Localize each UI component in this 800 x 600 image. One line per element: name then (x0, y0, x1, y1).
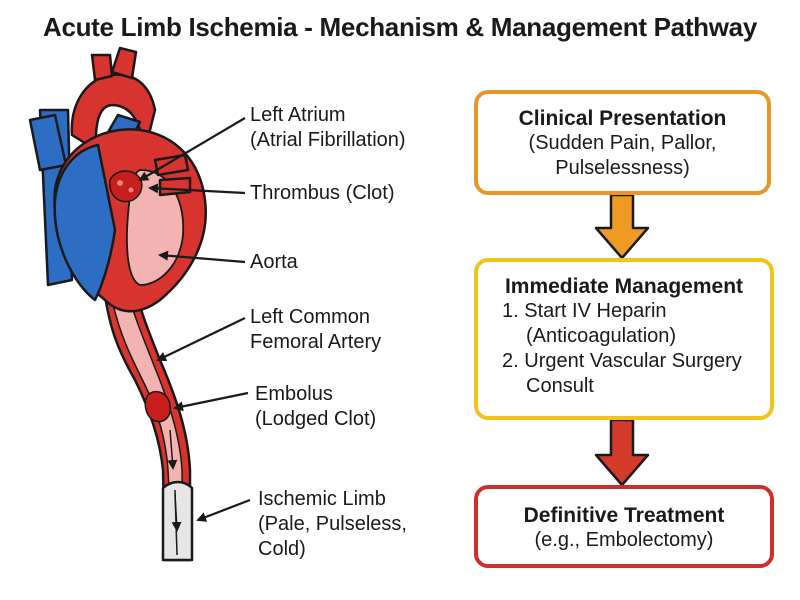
arrow-femoral (156, 317, 246, 362)
step-2: 2. Urgent Vascular Surgery (502, 349, 770, 374)
label-femoral: Left Common Femoral Artery (250, 305, 381, 355)
step-2-continuation: Consult (526, 375, 594, 397)
label-ischemic-line1: Ischemic Limb (258, 488, 386, 510)
label-ischemic-line3: Cold) (258, 538, 306, 560)
arrow-thrombus (148, 183, 246, 195)
aortic-arch (70, 73, 157, 152)
thrombus-clot (109, 170, 143, 203)
box-clinical-line1: (Sudden Pain, Pallor, (528, 132, 717, 154)
arrow-embolus (173, 391, 249, 412)
box-definitive-line1: (e.g., Embolectomy) (534, 529, 714, 551)
label-embolus: Embolus (Lodged Clot) (255, 382, 376, 432)
box-immediate-steps: 1. Start IV Heparin (Anticoagulation) 2.… (478, 299, 770, 399)
box-clinical-presentation: Clinical Presentation (Sudden Pain, Pall… (474, 90, 771, 195)
step-1: 1. Start IV Heparin (502, 299, 770, 324)
label-left-atrium-line1: Left Atrium (250, 104, 346, 126)
ischemic-segment (161, 480, 194, 562)
right-heart-blue (53, 143, 117, 302)
step-1-text: Start IV Heparin (524, 300, 667, 322)
arrow-aorta (158, 250, 246, 264)
box-clinical-line2: Pulselessness) (555, 157, 690, 179)
box-definitive-title: Definitive Treatment (523, 504, 725, 527)
leader-arrows (138, 117, 251, 522)
label-femoral-line2: Femoral Artery (250, 331, 382, 353)
arrow-ischemic (196, 498, 251, 522)
step-2-number: 2. (502, 350, 519, 372)
step-1-continuation: (Anticoagulation) (526, 325, 677, 347)
arrow-clinical-to-immediate (594, 193, 650, 260)
label-aorta: Aorta (250, 250, 298, 275)
heart-illustration (28, 46, 208, 562)
label-aorta-line1: Aorta (250, 251, 298, 273)
step-2-text: Urgent Vascular Surgery (524, 350, 742, 372)
label-ischemic: Ischemic Limb (Pale, Pulseless, Cold) (258, 487, 407, 562)
step-1-number: 1. (502, 300, 519, 322)
arrow-immediate-to-definitive (594, 418, 650, 487)
label-left-atrium: Left Atrium (Atrial Fibrillation) (250, 103, 406, 153)
embolus-clot (144, 390, 171, 423)
page-title: Acute Limb Ischemia - Mechanism & Manage… (42, 12, 758, 42)
label-femoral-line1: Left Common (250, 306, 371, 328)
box-definitive-treatment: Definitive Treatment (e.g., Embolectomy) (474, 485, 774, 568)
label-thrombus-line1: Thrombus (Clot) (250, 182, 395, 204)
label-embolus-line2: (Lodged Clot) (255, 408, 377, 430)
pathway-arrows (594, 193, 650, 487)
label-ischemic-line2: (Pale, Pulseless, (258, 513, 407, 535)
pulmonary-vessel (28, 113, 68, 172)
box-immediate-title: Immediate Management (504, 275, 744, 298)
label-embolus-line1: Embolus (255, 383, 333, 405)
label-thrombus: Thrombus (Clot) (250, 181, 394, 206)
box-immediate-management: Immediate Management 1. Start IV Heparin… (474, 258, 774, 420)
box-clinical-title: Clinical Presentation (518, 107, 727, 130)
label-left-atrium-line2: (Atrial Fibrillation) (250, 129, 406, 151)
arrow-left-atrium (138, 117, 246, 182)
